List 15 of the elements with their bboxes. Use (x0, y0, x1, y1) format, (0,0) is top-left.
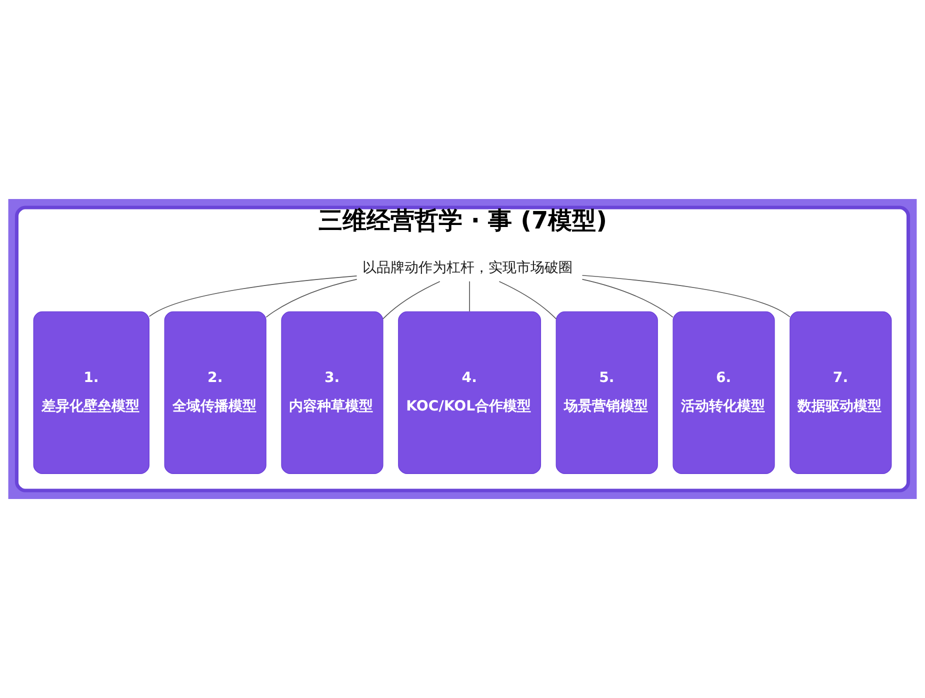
node-text: 以品牌动作为杠杆，实现市场破圈 (362, 260, 572, 276)
node-box: 1. 差异化壁垒模型 (33, 311, 150, 474)
node-box: 4. KOC/KOL合作模型 (398, 311, 542, 474)
node-box: 2. 全域传播模型 (164, 311, 266, 474)
node-box: 5. 场景营销模型 (556, 311, 658, 474)
connector (382, 281, 440, 320)
connector (582, 278, 674, 318)
connector (582, 274, 790, 318)
connector (469, 280, 470, 312)
connector (498, 281, 556, 320)
node-box: 7. 数据驱动模型 (790, 311, 892, 474)
node-box: 6. 活动转化模型 (672, 311, 775, 474)
node-box: 3. 内容种草模型 (281, 311, 384, 474)
connector (266, 278, 358, 318)
connector (148, 276, 358, 317)
